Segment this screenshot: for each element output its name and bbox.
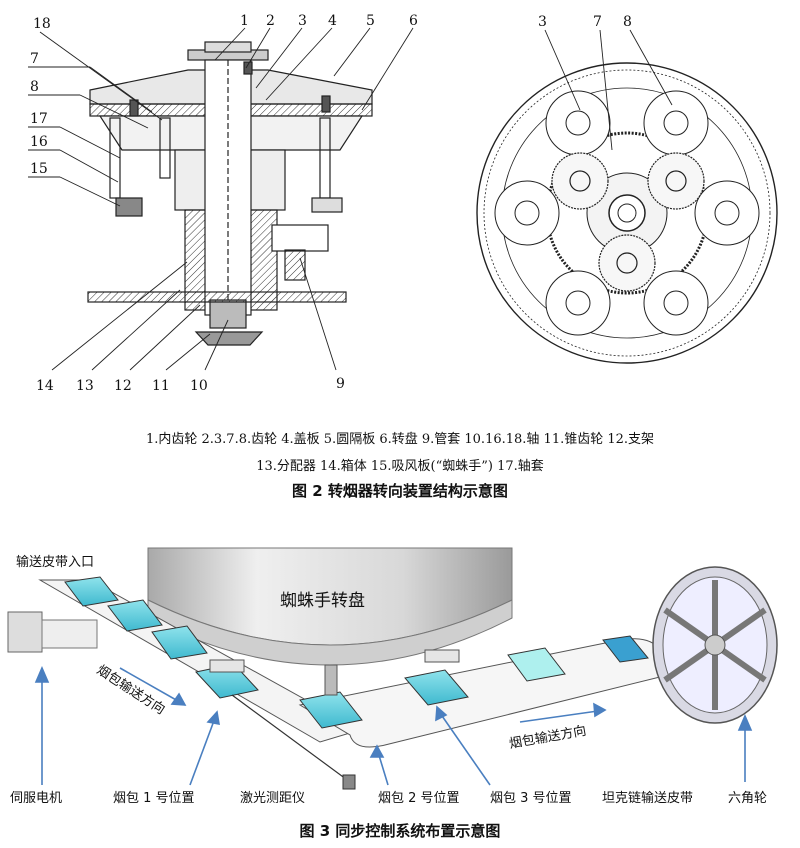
callouts-right: 3 7 8 (538, 14, 632, 30)
callout-6: 6 (409, 13, 418, 29)
tank-chain-belt-label: 坦克链输送皮带 (602, 790, 693, 806)
pack-position-2-label: 烟包 2 号位置 (378, 791, 460, 806)
annotation-arrows (34, 665, 753, 786)
servo-motor-label: 伺服电机 (10, 791, 62, 806)
callout-11: 11 (152, 378, 170, 394)
callout-2: 2 (266, 13, 275, 29)
callout-3: 3 (298, 13, 307, 29)
pack-position-1-label: 烟包 1 号位置 (113, 791, 195, 806)
callouts-left: 7 8 17 16 15 (30, 51, 48, 177)
callout-1: 1 (240, 13, 249, 29)
top-view-drawing (476, 29, 778, 364)
callout-8: 8 (30, 79, 39, 95)
callout-7: 7 (30, 51, 39, 67)
figure3-caption: 图 3 同步控制系统布置示意图 (299, 822, 501, 840)
callout-leaders (28, 27, 414, 371)
hexagonal-wheel-label: 六角轮 (728, 791, 767, 806)
figure2-caption: 图 2 转烟器转向装置结构示意图 (292, 482, 508, 500)
outer-gears (494, 90, 760, 336)
inner-gears (551, 152, 705, 292)
callout-9: 9 (336, 376, 345, 392)
callout-5: 5 (366, 13, 375, 29)
callout-15: 15 (30, 161, 48, 177)
figure2-legend-line1: 1.内齿轮 2.3.7.8.齿轮 4.盖板 5.圆隔板 6.转盘 9.管套 10… (145, 432, 655, 447)
callout-right-7: 7 (593, 14, 602, 30)
conveyor-scene (7, 547, 778, 790)
callout-4: 4 (328, 13, 337, 29)
callout-12: 12 (114, 378, 132, 394)
figure2-legend-line2: 13.分配器 14.箱体 15.吸风板(“蜘蛛手”) 17.轴套 (256, 459, 544, 474)
inlet-label: 输送皮带入口 (16, 554, 94, 570)
callout-13: 13 (76, 378, 94, 394)
direction-label-2: 烟包输送方向 (508, 723, 588, 752)
turntable-label: 蜘蛛手转盘 (280, 591, 365, 611)
callouts-top: 18 1 2 3 4 5 6 (33, 13, 418, 32)
callout-right-3: 3 (538, 14, 547, 30)
cross-section-drawing (87, 41, 373, 346)
callout-16: 16 (30, 134, 48, 150)
callouts-bottom: 14 13 12 11 10 9 (36, 376, 345, 394)
laser-rangefinder-label: 激光测距仪 (240, 791, 305, 806)
callout-10: 10 (190, 378, 208, 394)
callout-17: 17 (30, 111, 48, 127)
figure3-labels: 蜘蛛手转盘 输送皮带入口 烟包输送方向 烟包输送方向 伺服电机 烟包 1 号位置… (10, 554, 767, 806)
cigarette-packs (64, 576, 649, 729)
pack-position-3-label: 烟包 3 号位置 (490, 791, 572, 806)
callout-18: 18 (33, 16, 51, 32)
callout-14: 14 (36, 378, 54, 394)
callout-right-8: 8 (623, 14, 632, 30)
